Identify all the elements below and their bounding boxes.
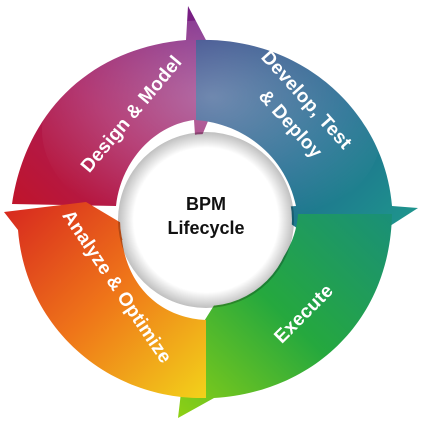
segment-analyze-optimize-arrow — [4, 202, 206, 399]
center-title-line1: BPM — [186, 194, 226, 214]
center-inner-shadow — [118, 132, 294, 308]
center-title-line2: Lifecycle — [167, 218, 244, 238]
segment-execute-arrow — [178, 214, 392, 418]
